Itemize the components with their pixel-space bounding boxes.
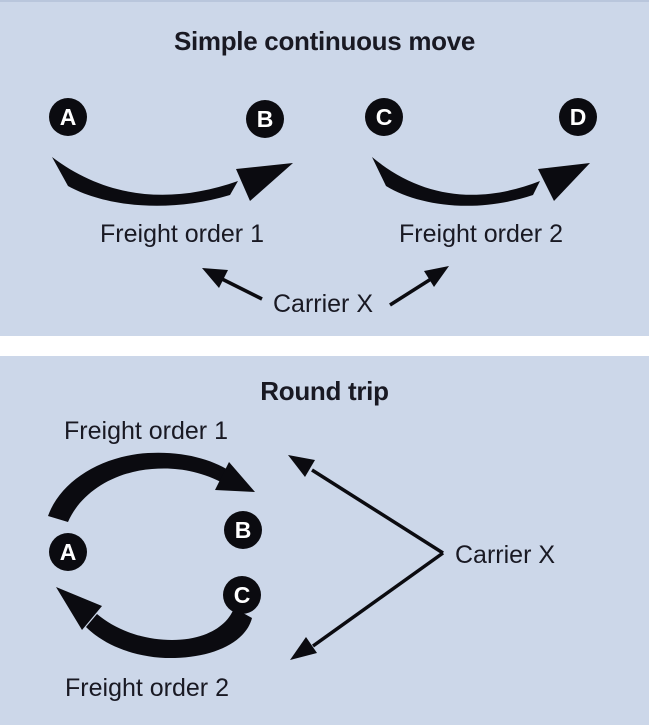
location-node-c: C — [223, 576, 261, 614]
freight-order-2-arrowhead-icon — [538, 163, 590, 201]
carrier-label: Carrier X — [455, 541, 556, 569]
location-node-d: D — [559, 98, 597, 136]
freight-order-2-label: Freight order 2 — [65, 674, 229, 702]
panel1-title: Simple continuous move — [173, 26, 476, 56]
carrier-pointer-upper-arrowhead-icon — [288, 455, 315, 477]
freight-order-1-arrowhead-icon — [236, 163, 293, 201]
location-node-b: B — [246, 100, 284, 138]
location-node-b: B — [224, 511, 262, 549]
freight-order-2-arrow — [86, 608, 252, 659]
freight-order-1-arrow — [48, 452, 233, 522]
simple-continuous-move-graphic — [52, 157, 590, 307]
carrier-pointer-right-line — [389, 277, 432, 307]
carrier-pointer-lower-arrowhead-icon — [290, 637, 317, 660]
freight-order-1-label: Freight order 1 — [64, 417, 228, 445]
carrier-pointer-left-line — [221, 277, 263, 301]
round-trip-graphic — [48, 452, 445, 660]
freight-order-2-arrowhead-icon — [56, 587, 102, 630]
freight-order-2-arrow — [372, 157, 540, 206]
carrier-pointer-left-arrowhead-icon — [202, 268, 228, 288]
freight-order-1-label: Freight order 1 — [100, 220, 264, 248]
location-node-c: C — [365, 98, 403, 136]
carrier-pointer-right-arrowhead-icon — [424, 266, 449, 287]
location-node-a: A — [49, 533, 87, 571]
round-trip-panel: Round trip A B C Freight order 1 Freight… — [0, 356, 649, 725]
carrier-label: Carrier X — [272, 290, 374, 318]
simple-continuous-move-panel: Simple continuous move A B C D Freight o… — [0, 0, 649, 336]
freight-order-1-arrowhead-icon — [215, 462, 255, 492]
location-node-a: A — [49, 98, 87, 136]
carrier-pointer-upper-line — [311, 468, 444, 555]
carrier-pointer-lower-line — [311, 551, 445, 648]
freight-order-1-arrow — [52, 157, 238, 206]
freight-order-2-label: Freight order 2 — [399, 220, 563, 248]
panel2-title: Round trip — [260, 376, 389, 406]
